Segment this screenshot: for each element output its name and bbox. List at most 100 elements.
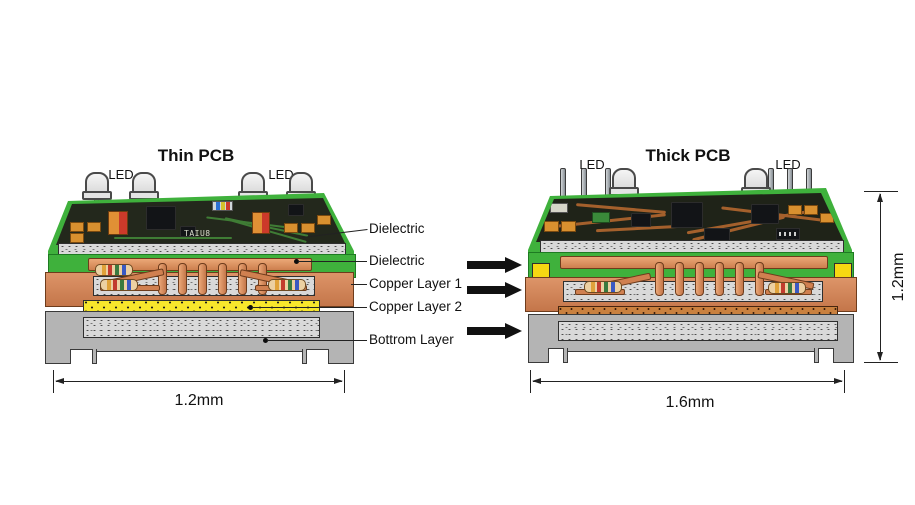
via xyxy=(735,262,744,296)
leader-line xyxy=(351,284,367,285)
dim-line xyxy=(533,381,842,382)
copper-trace xyxy=(576,203,666,214)
dim-arrowhead xyxy=(877,193,883,202)
via xyxy=(655,262,664,296)
left-dielectric-substrate xyxy=(58,243,346,258)
dim-tick xyxy=(53,370,54,393)
via xyxy=(218,263,227,295)
layer-label-dielectric-mid: Dielectric xyxy=(369,253,425,268)
via xyxy=(695,262,704,296)
left-pcb-board-surface: TAIU8 xyxy=(56,198,346,245)
leader-line xyxy=(252,307,367,308)
right-bottom-substrate xyxy=(558,321,838,341)
led-label: LED xyxy=(108,167,134,182)
axial-resistor xyxy=(768,282,806,294)
ic-chip xyxy=(288,204,304,216)
resistor-band xyxy=(781,283,785,293)
layer-label-copper-1: Copper Layer 1 xyxy=(369,276,463,291)
right-dielectric-substrate xyxy=(540,240,844,256)
smd-capacitor xyxy=(70,233,84,243)
resistor-band xyxy=(295,280,299,290)
layer-label-copper-2: Copper Layer 2 xyxy=(369,299,463,314)
via xyxy=(198,263,207,295)
left-bottom-substrate xyxy=(83,317,320,338)
smd-resistor xyxy=(212,201,233,211)
via xyxy=(178,263,187,295)
arrow-right-icon xyxy=(467,327,505,335)
led-base xyxy=(82,191,112,200)
smd-capacitor xyxy=(544,221,559,232)
ic-chip xyxy=(671,202,703,228)
ic-chip xyxy=(631,213,651,227)
leader-line xyxy=(267,340,367,341)
pcb-trace xyxy=(114,237,232,239)
leader-dot xyxy=(248,305,253,310)
leader-dot xyxy=(263,338,268,343)
foot-notch xyxy=(548,348,564,363)
dim-tick xyxy=(344,370,345,393)
silkscreen-text: TAIU8 xyxy=(184,229,211,238)
dim-arrowhead xyxy=(532,378,541,384)
right-pcb-title: Thick PCB xyxy=(645,146,731,165)
left-pcb-title: Thin PCB xyxy=(157,146,235,165)
smd-capacitor xyxy=(87,222,101,232)
via xyxy=(715,262,724,296)
resistor-band xyxy=(591,282,595,292)
via xyxy=(238,263,247,295)
dim-tick xyxy=(530,370,531,393)
ic-chip xyxy=(751,204,779,224)
resistor-band xyxy=(795,283,799,293)
resistor-band xyxy=(120,280,124,290)
foot-notch xyxy=(818,348,834,363)
axial-resistor xyxy=(584,281,622,293)
dim-line xyxy=(56,381,342,382)
right-pcb-board-surface xyxy=(536,193,844,242)
dim-arrowhead xyxy=(334,378,343,384)
resistor-band xyxy=(775,283,779,293)
resistor-band xyxy=(221,202,225,210)
resistor-band xyxy=(226,202,230,210)
dim-line xyxy=(880,194,881,360)
axial-resistor xyxy=(100,279,138,291)
right-copper-plane xyxy=(560,256,828,269)
resistor-band xyxy=(127,280,131,290)
axial-resistor xyxy=(95,264,133,276)
layer-label-bottom: Bottrom Layer xyxy=(369,332,454,347)
dim-arrowhead xyxy=(834,378,843,384)
resistor-band xyxy=(604,282,608,292)
arrow-right-icon xyxy=(467,286,505,294)
resistor-band xyxy=(107,280,111,290)
resistor-band xyxy=(281,280,285,290)
smd-component xyxy=(550,203,568,213)
ic-chip xyxy=(180,226,196,237)
resistor-band xyxy=(597,282,601,292)
ic-chip xyxy=(146,206,176,230)
resistor-band xyxy=(275,280,279,290)
arrow-right-icon xyxy=(505,256,522,273)
via xyxy=(158,263,167,295)
right-width-dimension: 1.6mm xyxy=(665,394,715,411)
resistor-band xyxy=(788,283,792,293)
smd-capacitor xyxy=(317,215,331,225)
resistor-band xyxy=(102,265,106,275)
resistor-band xyxy=(108,265,112,275)
foot-notch xyxy=(70,349,93,364)
dim-arrowhead xyxy=(55,378,64,384)
smd-connector xyxy=(776,228,800,240)
axial-resistor xyxy=(268,279,306,291)
dim-tick xyxy=(844,370,845,393)
tantalum-capacitor xyxy=(108,211,128,235)
tantalum-capacitor xyxy=(252,212,270,234)
smd-component-green xyxy=(592,212,610,223)
leader-line xyxy=(298,261,367,262)
smd-capacitor xyxy=(284,223,298,233)
leader-dot xyxy=(294,259,299,264)
dim-tick xyxy=(864,362,898,363)
dim-arrowhead xyxy=(877,352,883,361)
smd-capacitor xyxy=(804,205,818,215)
arrow-right-icon xyxy=(467,261,505,269)
resistor-band xyxy=(216,202,220,210)
smd-capacitor xyxy=(70,222,84,232)
smd-capacitor xyxy=(301,223,315,233)
